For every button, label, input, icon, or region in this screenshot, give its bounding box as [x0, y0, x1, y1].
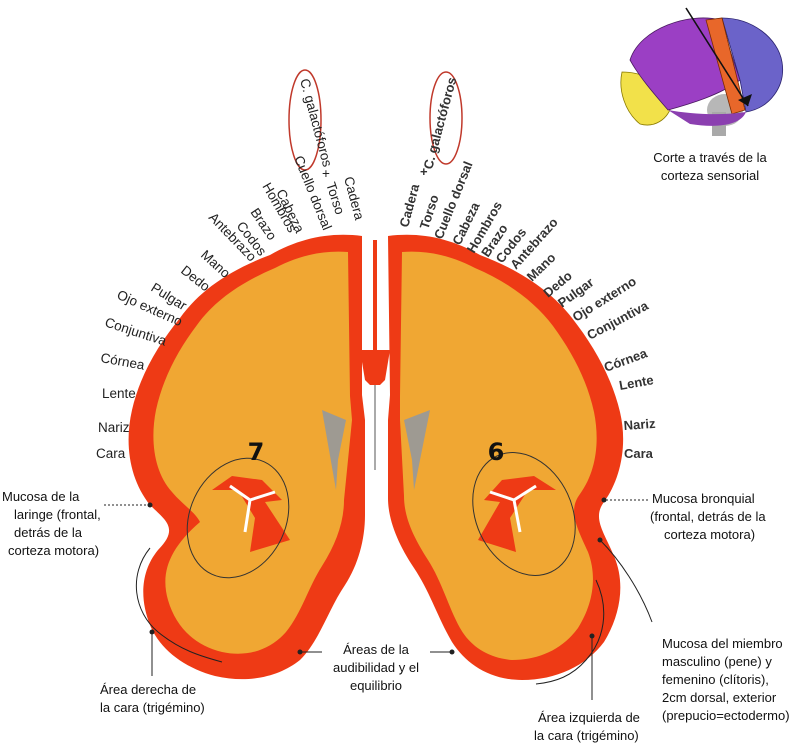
- left-mucosa-2: laringe (frontal,: [14, 507, 101, 522]
- right-face-1: Área izquierda de: [538, 710, 640, 725]
- left-label-cadera: Cadera: [341, 175, 367, 222]
- right-mucosa-2: (frontal, detrás de la: [650, 509, 766, 524]
- center-areas-2: audibilidad y el: [333, 660, 419, 675]
- center-right-dot: [450, 650, 455, 655]
- right-label-galactoforos: C. galactóforos: [420, 75, 459, 170]
- left-face-2: la cara (trigémino): [100, 700, 205, 715]
- member-3: femenino (clítoris),: [662, 672, 769, 687]
- member-4: 2cm dorsal, exterior: [662, 690, 777, 705]
- left-mucosa-4: corteza motora): [8, 543, 99, 558]
- right-label-cornea: Córnea: [602, 345, 650, 375]
- right-number: 6: [488, 438, 505, 466]
- right-mucosa-dot: [602, 498, 607, 503]
- brain-inset: Corte a través de la corteza sensorial: [621, 8, 783, 183]
- inset-caption-2: corteza sensorial: [661, 168, 759, 183]
- right-label-cara: Cara: [624, 446, 654, 461]
- midline-fold: [360, 350, 390, 385]
- left-label-plus: +: [322, 166, 330, 181]
- left-label-cornea: Córnea: [99, 350, 146, 373]
- right-label-plus: +: [420, 164, 428, 179]
- left-label-cara: Cara: [96, 446, 126, 461]
- center-left-dot: [298, 650, 303, 655]
- left-number: 7: [248, 438, 265, 466]
- member-1: Mucosa del miembro: [662, 636, 783, 651]
- right-face-dot: [590, 634, 595, 639]
- right-label-nariz: Nariz: [623, 416, 656, 433]
- left-face-dot: [150, 630, 155, 635]
- left-face-1: Área derecha de: [100, 682, 196, 697]
- center-areas-1: Áreas de la: [343, 642, 410, 657]
- center-areas-3: equilibrio: [350, 678, 402, 693]
- member-2: masculino (pene) y: [662, 654, 772, 669]
- left-label-lente: Lente: [102, 386, 136, 401]
- member-dot: [598, 538, 603, 543]
- left-mucosa-dot: [148, 503, 153, 508]
- right-hemisphere: 6 C. galactóforos + Cadera Torso Cuello …: [388, 72, 656, 680]
- left-label-nariz: Nariz: [98, 420, 130, 435]
- inset-caption-1: Corte a través de la: [653, 150, 767, 165]
- left-mucosa-3: detrás de la: [14, 525, 83, 540]
- right-face-2: la cara (trigémino): [534, 728, 639, 743]
- right-mucosa-1: Mucosa bronquial: [652, 491, 755, 506]
- right-label-lente: Lente: [618, 372, 655, 393]
- right-mucosa-3: corteza motora): [664, 527, 755, 542]
- member-5: (prepucio=ectodermo): [662, 708, 790, 723]
- left-mucosa-1: Mucosa de la: [2, 489, 80, 504]
